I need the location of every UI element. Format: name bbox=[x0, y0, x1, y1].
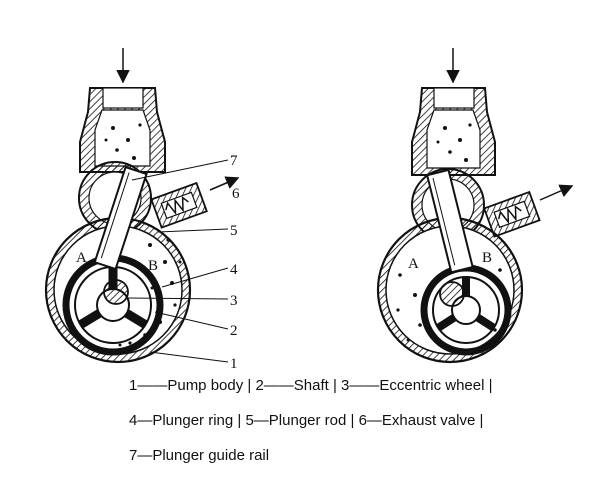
callout-leaders bbox=[127, 159, 229, 363]
right-region-a-label: A bbox=[408, 256, 419, 272]
right-inlet-particles bbox=[436, 123, 472, 162]
callout-1: 1 bbox=[230, 356, 238, 370]
left-region-b-label: B bbox=[148, 258, 158, 274]
right-region-b-label: B bbox=[482, 250, 492, 266]
caption-line-2: 4—Plunger ring | 5—Plunger rod | 6—Exhau… bbox=[129, 412, 484, 429]
left-region-a-label: A bbox=[76, 250, 87, 266]
callout-3: 3 bbox=[230, 293, 238, 309]
right-exhaust-valve bbox=[483, 190, 541, 238]
callout-6: 6 bbox=[232, 186, 240, 202]
callout-7: 7 bbox=[230, 153, 238, 169]
left-inlet-particles bbox=[104, 123, 142, 160]
callout-4: 4 bbox=[230, 262, 238, 278]
right-exhaust-arrow bbox=[539, 184, 574, 201]
right-plunger-rod bbox=[425, 168, 474, 274]
callout-2: 2 bbox=[230, 323, 238, 339]
left-pump: A B 7 6 5 4 3 2 1 bbox=[44, 48, 240, 370]
right-pump: A B bbox=[376, 48, 574, 364]
left-shaft bbox=[103, 279, 129, 305]
left-exhaust-arrow bbox=[209, 176, 240, 191]
right-shaft bbox=[439, 281, 465, 307]
callout-5: 5 bbox=[230, 223, 238, 239]
left-exhaust-valve bbox=[150, 181, 208, 229]
pump-diagram: A B 7 6 5 4 3 2 1 bbox=[44, 48, 574, 370]
caption-line-1: 1——Pump body | 2——Shaft | 3——Eccentric w… bbox=[129, 377, 493, 394]
left-plunger-rod bbox=[93, 165, 148, 271]
caption-line-3: 7—Plunger guide rail bbox=[129, 447, 270, 464]
